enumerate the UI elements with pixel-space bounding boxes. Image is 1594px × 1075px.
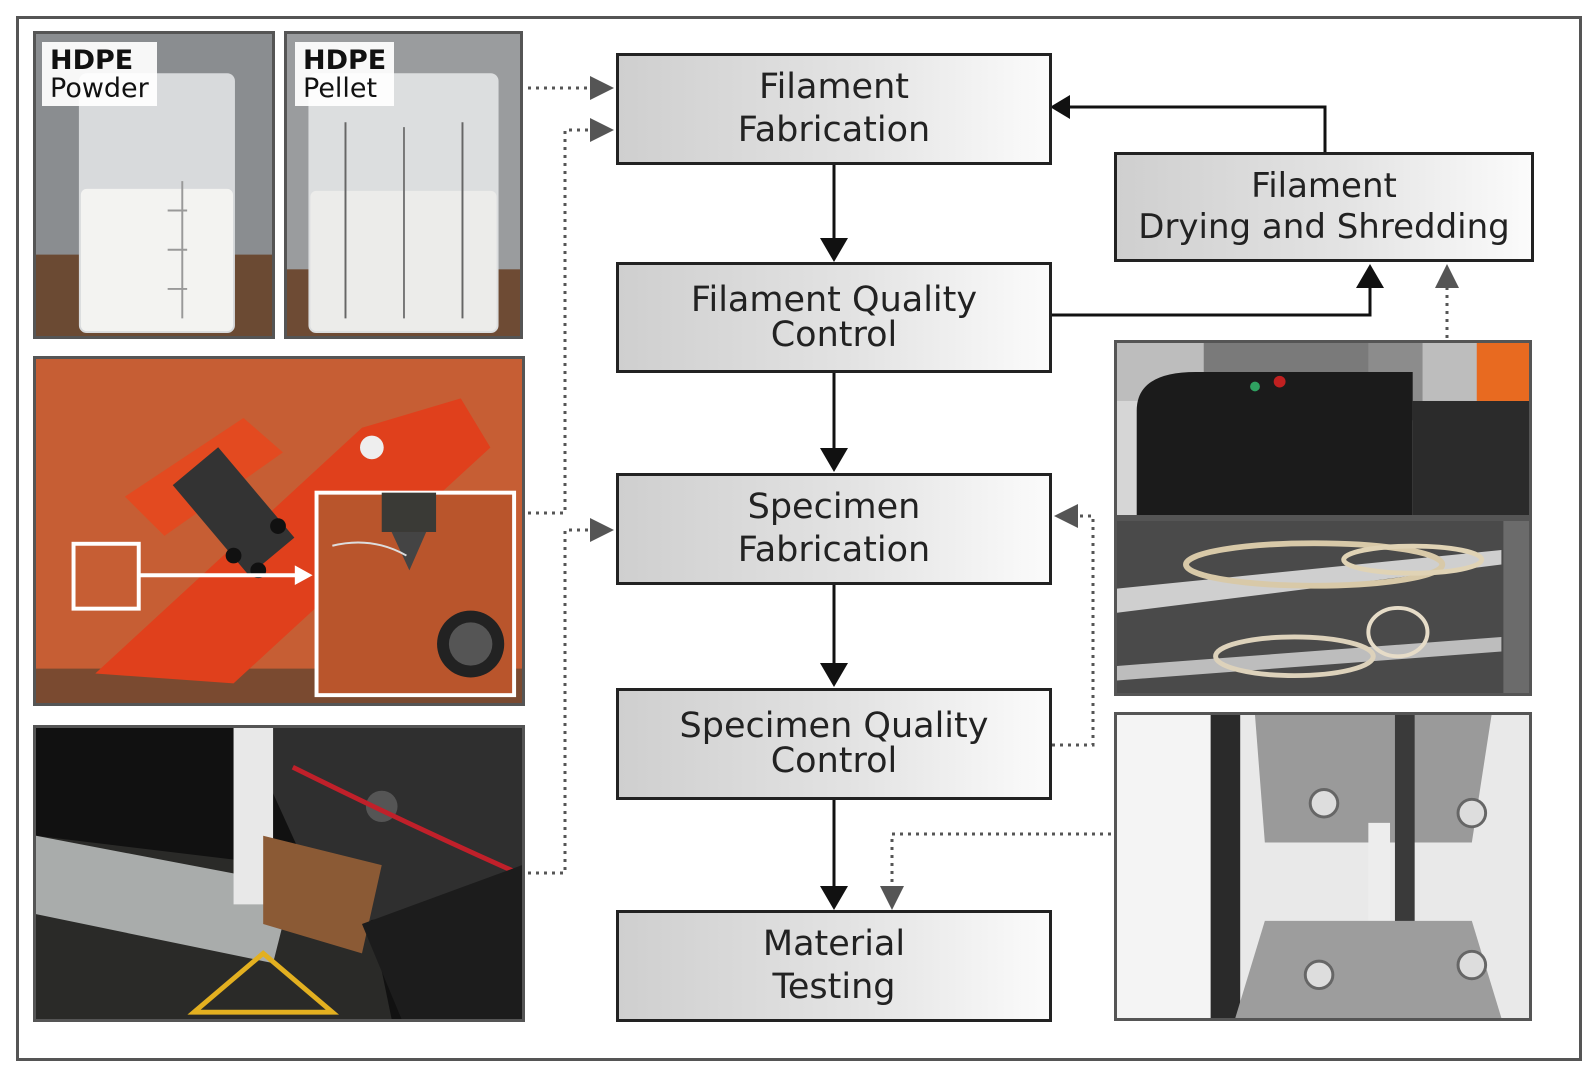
- filament-fabrication-line1: Filament: [758, 67, 909, 108]
- specimen-qc-line2: Control: [770, 741, 898, 781]
- specimen-fabrication-line1: Specimen: [747, 487, 921, 528]
- shredder-photo: [1114, 340, 1532, 518]
- specimen-qc-line1: Specimen Quality: [679, 706, 989, 746]
- filament-drying-shredding-box: Filament Drying and Shredding: [1114, 152, 1534, 262]
- drying-shredding-line2: Drying and Shredding: [1138, 207, 1510, 247]
- tensile-test-photo: [1114, 712, 1532, 1021]
- hdpe-powder-photo: HDPE Powder: [33, 31, 275, 339]
- printer-photo: [33, 725, 525, 1022]
- filament-fabrication-box: Filament Fabrication: [616, 53, 1052, 165]
- drying-shredding-line1: Filament: [1251, 165, 1397, 206]
- drying-oven-photo: [1114, 518, 1532, 696]
- filament-qc-line1: Filament Quality: [690, 279, 978, 320]
- material-testing-box: Material Testing: [616, 910, 1052, 1022]
- filament-quality-control-box: Filament Quality Control: [616, 262, 1052, 373]
- powder-label-line1: HDPE: [50, 45, 134, 76]
- specimen-fabrication-box: Specimen Fabrication: [616, 473, 1052, 585]
- material-testing-line1: Material: [762, 924, 906, 965]
- powder-label-line2: Powder: [50, 72, 149, 104]
- filament-qc-line2: Control: [770, 314, 898, 355]
- hdpe-pellet-photo: HDPE Pellet: [284, 31, 523, 339]
- material-testing-line2: Testing: [772, 967, 896, 1007]
- extruder-photo: [33, 356, 525, 706]
- pellet-label-line1: HDPE: [303, 45, 387, 76]
- filament-fabrication-line2: Fabrication: [737, 110, 931, 150]
- specimen-quality-control-box: Specimen Quality Control: [616, 688, 1052, 800]
- specimen-fabrication-line2: Fabrication: [737, 530, 931, 570]
- pellet-label-line2: Pellet: [303, 72, 378, 104]
